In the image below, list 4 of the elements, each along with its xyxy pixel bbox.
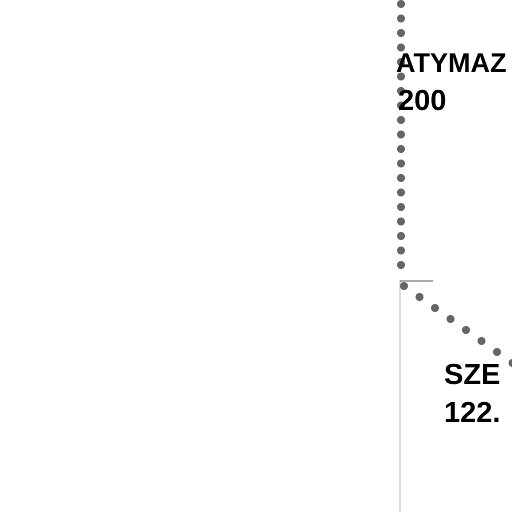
data-label: 200 [398, 87, 446, 116]
data-label: 122. [444, 399, 500, 428]
data-label: ATYMAZ [396, 50, 506, 77]
data-label: SZE [444, 361, 500, 390]
